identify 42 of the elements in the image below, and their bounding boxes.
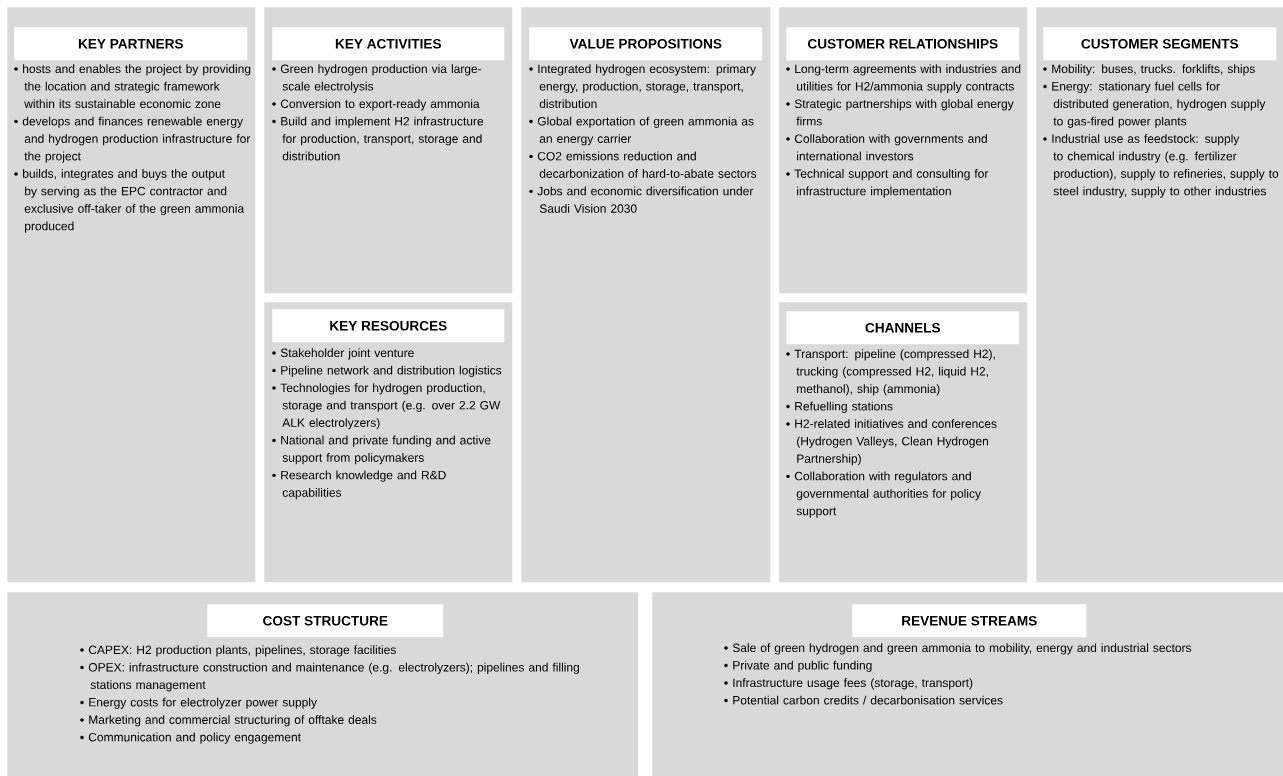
bullet-item: Transport: pipeline (compressed H2), trucking (compressed H2, liquid H2, methanol), ship (ammonia) bbox=[794, 349, 995, 396]
bullet-item: Potential carbon credits / decarbonisation services bbox=[733, 695, 1003, 705]
bullet-item: Sale of green hydrogen and green ammonia to mobility, energy and industrial sectors bbox=[732, 643, 1192, 655]
bullet-item: Energy costs for electrolyzer power supply bbox=[89, 697, 317, 709]
bullet-item: National and private funding and active support from policymakers bbox=[281, 435, 491, 465]
bullet-item: Conversion to export-ready ammonia bbox=[280, 99, 480, 111]
bullet-item: Energy: stationary fuel cells for distributed generation, hydrogen supply to gas-fired power plants bbox=[1052, 81, 1266, 128]
bullet-item: Global exportation of green ammonia as an energy carrier bbox=[537, 116, 754, 146]
heading-label: KEY PARTNERS bbox=[14, 27, 248, 61]
heading-label: VALUE PROPOSITIONS bbox=[529, 27, 763, 61]
bullet-item: Strategic partnerships with global energy firms bbox=[794, 99, 1014, 126]
bullet-item: Technologies for hydrogen production, storage and transport (e.g. over 2.2 GW ALK electrolyzers) bbox=[280, 383, 501, 430]
bullet-item: Infrastructure usage fees (storage, transport) bbox=[733, 678, 973, 690]
heading-label: KEY ACTIVITIES bbox=[272, 27, 505, 61]
bullet-item: Industrial use as feedstock: supply to chemical industry (e.g. fertilizer production), supply to refineries, supply to steel industry, supply to other industries bbox=[1052, 134, 1279, 198]
bullet-item: OPEX: infrastructure construction and maintenance (e.g. electrolyzers); pipelines and filling stations management bbox=[88, 662, 579, 692]
bullet-item: Jobs and economic diversification under Saudi Vision 2030 bbox=[537, 186, 754, 213]
bullet-item: Private and public funding bbox=[733, 660, 872, 672]
bullet-item: Communication and policy engagement bbox=[88, 732, 301, 744]
bullet-item: Build and implement H2 infrastructure for production, transport, storage and distribution bbox=[281, 116, 484, 161]
bullet-item: Integrated hydrogen ecosystem: primary energy, production, storage, transport, distribution bbox=[538, 64, 756, 109]
bullet-item: Green hydrogen production via large-scale electrolysis bbox=[280, 64, 482, 93]
bullet-item: CO2 emissions reduction and decarbonization of hard-to-abate sectors bbox=[537, 151, 757, 178]
heading-label: REVENUE STREAMS bbox=[852, 604, 1087, 638]
bullet-item: Marketing and commercial structuring of offtake deals bbox=[89, 715, 377, 727]
bullet-item: Collaboration with regulators and governmental authorities for policy support bbox=[794, 471, 981, 518]
heading-label: CHANNELS bbox=[786, 311, 1020, 345]
bullet-item: Long-term agreements with industries and utilities for H2/ammonia supply contracts bbox=[795, 64, 1021, 93]
heading-label: CUSTOMER SEGMENTS bbox=[1043, 27, 1277, 61]
bullet-item: Collaboration with governments and international investors bbox=[794, 134, 987, 161]
bullet-item: Refuelling stations bbox=[795, 401, 893, 413]
bullet-item: Stakeholder joint venture bbox=[280, 348, 414, 360]
bullet-item: builds, integrates and buys the output by serving as the EPC contractor and exclusive off-taker of the green ammonia produced bbox=[23, 169, 245, 233]
bullet-item: Pipeline network and distribution logistics bbox=[281, 365, 502, 377]
heading-label: CUSTOMER RELATIONSHIPS bbox=[786, 27, 1020, 61]
bullet-item: Mobility: buses, trucks. forklifts, ships bbox=[1052, 64, 1255, 76]
bullet-item: Research knowledge and R&D capabilities bbox=[281, 470, 446, 500]
bullet-item: CAPEX: H2 production plants, pipelines, storage facilities bbox=[88, 645, 396, 657]
bullet-item: H2-related initiatives and conferences (Hydrogen Valleys, Clean Hydrogen Partnership) bbox=[795, 419, 997, 466]
bullet-item: Technical support and consulting for infrastructure implementation bbox=[794, 169, 989, 198]
heading-label: KEY RESOURCES bbox=[272, 309, 505, 343]
heading-label: COST STRUCTURE bbox=[207, 604, 444, 638]
